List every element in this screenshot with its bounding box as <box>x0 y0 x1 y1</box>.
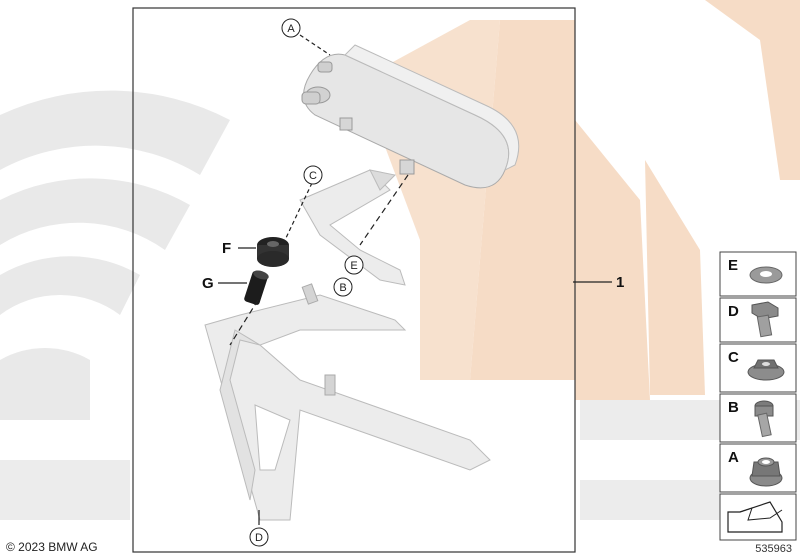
diagram-frame <box>132 7 576 553</box>
diagram-part-number: 535963 <box>755 543 792 555</box>
legend-item-d: D <box>719 297 797 343</box>
legend-item-e: E <box>719 251 797 297</box>
callout-a: A <box>281 18 301 38</box>
socket-screw-icon <box>754 400 774 438</box>
sleeve-part <box>244 270 269 305</box>
legend-item-a: A <box>719 443 797 493</box>
svg-text:C: C <box>728 349 739 366</box>
label-f: F <box>222 240 231 257</box>
svg-text:E: E <box>728 257 738 274</box>
copyright-text: © 2023 BMW AG <box>6 540 98 554</box>
rubber-mount-part <box>257 237 289 267</box>
washer-icon <box>749 266 783 284</box>
legend-item-c: C <box>719 343 797 393</box>
svg-text:C: C <box>309 170 317 182</box>
callout-e: E <box>344 255 364 275</box>
label-g: G <box>202 275 214 292</box>
svg-text:A: A <box>728 449 739 466</box>
collar-nut-icon <box>749 457 783 487</box>
legend-panel: E D C B <box>719 251 797 541</box>
arrow-icon <box>727 501 783 533</box>
assembly-number: 1 <box>616 274 624 291</box>
legend-nav-box[interactable] <box>719 493 797 541</box>
callout-d: D <box>249 527 269 547</box>
tank-part <box>301 44 520 189</box>
callout-b: B <box>333 277 353 297</box>
svg-text:B: B <box>339 282 346 294</box>
svg-text:D: D <box>728 303 739 320</box>
legend-item-b: B <box>719 393 797 443</box>
leader-lines <box>229 34 612 525</box>
svg-text:D: D <box>255 532 263 544</box>
flange-nut-icon <box>747 359 785 381</box>
callout-c: C <box>303 165 323 185</box>
svg-text:A: A <box>287 23 295 35</box>
svg-text:E: E <box>350 260 357 272</box>
svg-text:B: B <box>728 399 739 416</box>
lower-frame <box>204 283 491 521</box>
hex-bolt-icon <box>751 301 779 338</box>
